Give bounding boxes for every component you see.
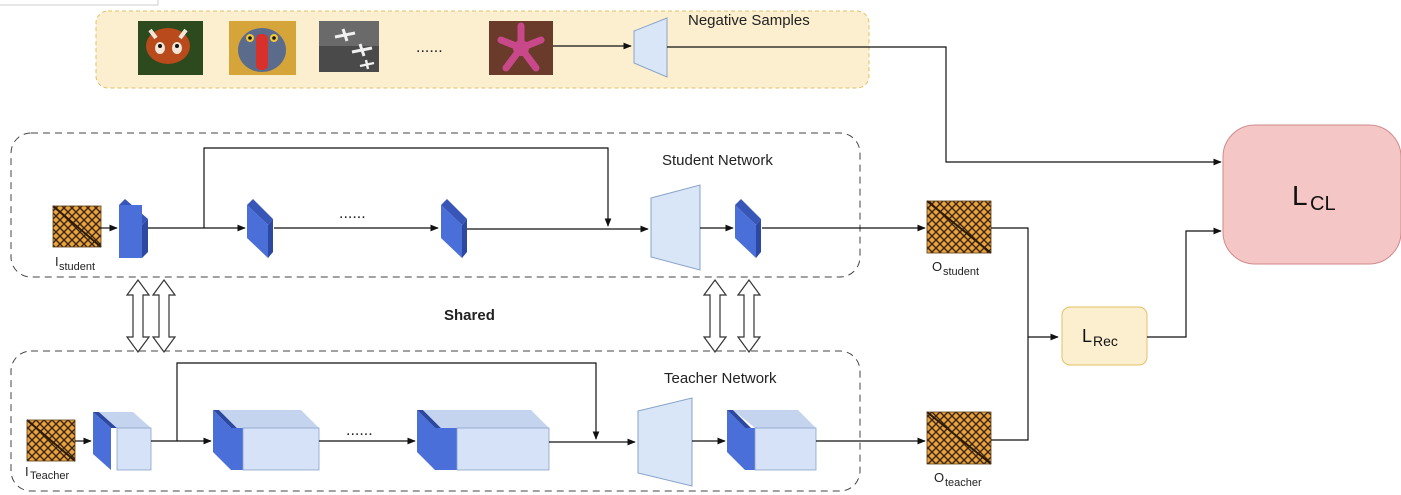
- student-block-3: [441, 199, 467, 258]
- arrow-negatives-to-lcl: [667, 46, 1222, 166]
- student-block-1: [119, 199, 148, 258]
- l-rec-box: [1061, 306, 1148, 366]
- o-student-sub: student: [943, 266, 979, 278]
- student-skip-connection: [203, 147, 612, 228]
- shared-double-arrow-right-2: [736, 278, 762, 354]
- butterfly-image-icon: [926, 200, 992, 254]
- teacher-network-box: [10, 350, 861, 492]
- l-cl-sub: CL: [1310, 193, 1336, 215]
- teacher-decoder-trapezoid: [637, 397, 693, 487]
- teacher-block-3: [417, 410, 550, 471]
- negative-encoder-trapezoid: [633, 17, 668, 78]
- o-teacher-sub: teacher: [945, 477, 982, 489]
- student-decoder-trapezoid: [650, 184, 701, 271]
- teacher-block-2: [213, 410, 320, 471]
- l-cl-box: [1222, 124, 1401, 265]
- shared-double-arrow-left-2: [151, 278, 177, 354]
- o-student-base: O: [932, 259, 942, 274]
- arrow-lrec-to-lcl: [1147, 227, 1222, 338]
- teacher-block-4: [727, 410, 817, 471]
- teacher-skip-connection: [176, 362, 600, 441]
- i-student-base: I: [55, 254, 59, 269]
- red-panda-image-icon: [138, 21, 203, 75]
- student-network-box: [10, 132, 861, 278]
- butterfly-image-icon: [26, 419, 76, 462]
- l-rec-sub: Rec: [1093, 333, 1118, 349]
- teacher-ellipsis: ......: [346, 422, 373, 439]
- butterfly-image-icon: [52, 205, 102, 248]
- airplanes-image-icon: [319, 21, 379, 72]
- student-block-4: [735, 199, 761, 258]
- shared-double-arrow-right-1: [702, 278, 728, 354]
- starfish-image-icon: [489, 21, 553, 75]
- teacher-block-1: [93, 412, 152, 471]
- l-cl-base: L: [1292, 180, 1308, 211]
- l-rec-base: L: [1082, 326, 1092, 346]
- i-student-sub: student: [59, 261, 95, 273]
- student-ellipsis: ......: [339, 205, 366, 222]
- arrow-oteacher-to-lrec: [991, 337, 1029, 441]
- arrow-ostudent-to-lrec: [991, 227, 1059, 341]
- butterfly-image-icon: [926, 411, 992, 465]
- negative-samples-ellipsis: ......: [416, 39, 443, 56]
- window-frame-fragment: [0, 0, 159, 6]
- negative-samples-label: Negative Samples: [688, 12, 810, 29]
- teacher-network-label: Teacher Network: [664, 370, 777, 387]
- student-network-label: Student Network: [662, 152, 773, 169]
- i-teacher-sub: Teacher: [30, 470, 69, 482]
- student-block-2: [247, 199, 273, 258]
- o-teacher-base: O: [934, 470, 944, 485]
- mandrill-image-icon: [229, 21, 296, 75]
- shared-double-arrow-left-1: [125, 278, 151, 354]
- i-teacher-base: I: [25, 464, 29, 479]
- shared-label: Shared: [444, 307, 495, 324]
